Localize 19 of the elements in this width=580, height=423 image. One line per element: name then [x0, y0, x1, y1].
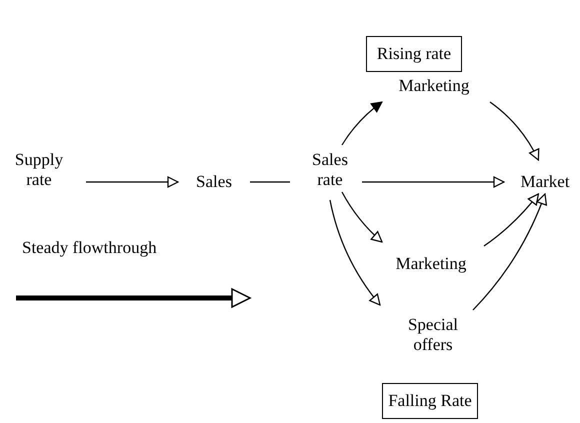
label-box: Rising rate: [366, 36, 462, 72]
arrow: [472, 193, 547, 310]
node-label: Marketing: [382, 254, 480, 274]
label-box: Falling Rate: [382, 383, 478, 419]
arrow: [341, 192, 383, 243]
node-label: Marketing: [385, 76, 483, 96]
arrow: [490, 102, 540, 161]
arrow: [362, 176, 505, 188]
arrow: [342, 102, 382, 146]
node-label: Sales rate: [300, 150, 360, 190]
arrow: [484, 193, 539, 246]
node-label: Market: [512, 172, 578, 192]
arrow: [329, 200, 381, 306]
connector-line: [250, 181, 290, 183]
node-label: Special offers: [395, 315, 471, 355]
node-label: Supply rate: [8, 150, 70, 190]
node-label: Sales: [190, 172, 238, 192]
arrow: [86, 176, 179, 188]
legend-text: Steady flowthrough: [22, 238, 157, 258]
